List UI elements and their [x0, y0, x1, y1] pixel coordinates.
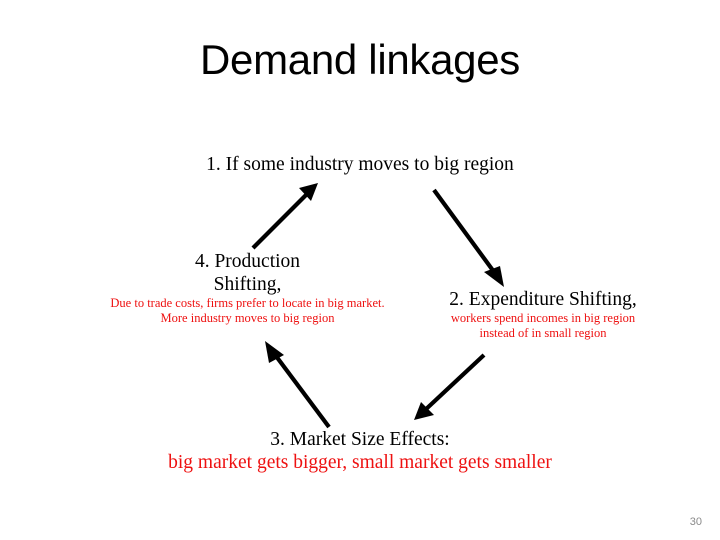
cycle-node-1: 1. If some industry moves to big region	[110, 153, 610, 176]
cycle-node-3-subtext: big market gets bigger, small market get…	[168, 452, 552, 473]
arrow-1-to-2	[432, 188, 504, 287]
cycle-node-3-heading: 3. Market Size Effects:	[270, 429, 450, 450]
cycle-node-4-subtext: Due to trade costs, firms prefer to loca…	[110, 296, 385, 325]
cycle-node-2: 2. Expenditure Shifting, workers spend i…	[418, 288, 668, 340]
page-title: Demand linkages	[199, 36, 521, 83]
arrow-3-to-4	[265, 341, 331, 429]
cycle-node-1-heading: 1. If some industry moves to big region	[206, 154, 514, 175]
cycle-node-3: 3. Market Size Effects: big market gets …	[110, 428, 610, 474]
cycle-node-4-heading: 4. Production Shifting,	[194, 251, 301, 295]
cycle-node-4: 4. Production Shifting, Due to trade cos…	[60, 250, 435, 325]
cycle-node-2-heading: 2. Expenditure Shifting,	[449, 289, 637, 310]
arrow-2-to-3	[414, 353, 486, 420]
page-number: 30	[689, 516, 702, 528]
cycle-node-2-subtext: workers spend incomes in big region inst…	[450, 311, 636, 340]
